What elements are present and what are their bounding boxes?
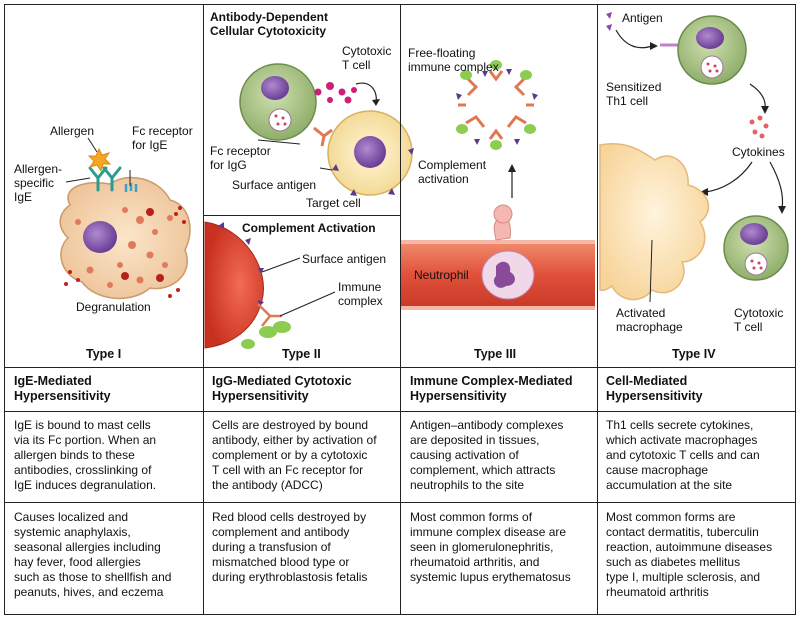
label-fc-receptor-igg: Fc receptor <box>210 144 271 158</box>
type-label: Type II <box>282 347 321 361</box>
label-free-floating-immune-complex: Free-floating <box>408 46 476 60</box>
type3-illustration <box>401 60 595 310</box>
label-target-cell: Target cell <box>306 196 361 210</box>
label-fc-receptor-igg: for IgG <box>210 158 247 172</box>
label-sensitized-th1-cell: Th1 cell <box>606 94 649 108</box>
type-label: Type IV <box>672 347 716 361</box>
row-divider <box>4 502 796 503</box>
label-complement-activation: activation <box>418 172 469 186</box>
label-immune-complex: complex <box>338 294 383 308</box>
label-free-floating-immune-complex: immune complex <box>408 60 499 74</box>
row-divider <box>4 411 796 412</box>
mast-cell-illustration <box>59 137 191 300</box>
complement-illustration <box>204 221 336 349</box>
adcc-illustration <box>239 63 414 196</box>
label-activated-macrophage: macrophage <box>616 320 683 334</box>
label-allergen-specific-ige: Allergen- <box>14 162 63 176</box>
label-cytotoxic-t-cell: Cytotoxic <box>342 44 392 58</box>
label-cytokines: Cytokines <box>732 145 785 159</box>
label-allergen-specific-ige: IgE <box>14 190 33 204</box>
label-neutrophil: Neutrophil <box>414 268 469 282</box>
column-divider <box>400 4 401 615</box>
label-fc-receptor-ige: Fc receptor <box>132 124 193 138</box>
label-allergen: Allergen <box>50 124 95 138</box>
label-activated-macrophage: Activated <box>616 306 666 320</box>
row-divider <box>4 367 796 368</box>
column-divider <box>597 4 598 615</box>
adcc-title: Antibody-Dependent <box>210 10 328 24</box>
type4-illustration <box>599 12 789 303</box>
label-surface-antigen: Surface antigen <box>232 178 317 192</box>
mechanism-cell: Th1 cells secrete cytokines,which activa… <box>606 418 760 492</box>
label-cytotoxic-t-cell: T cell <box>342 58 371 72</box>
label-antigen: Antigen <box>622 11 663 25</box>
label-complement-activation: Complement <box>418 158 487 172</box>
type-label: Type III <box>474 347 517 361</box>
complement-activation-title: Complement Activation <box>242 221 376 235</box>
label-cytotoxic-t-cell: T cell <box>734 320 763 334</box>
label-allergen-specific-ige: specific <box>14 176 55 190</box>
label-surface-antigen: Surface antigen <box>302 252 387 266</box>
column-divider <box>203 4 204 615</box>
label-immune-complex: Immune <box>338 280 382 294</box>
label-degranulation: Degranulation <box>76 300 151 314</box>
panel-divider <box>203 215 400 216</box>
adcc-title: Cellular Cytotoxicity <box>210 24 327 38</box>
label-cytotoxic-t-cell: Cytotoxic <box>734 306 784 320</box>
label-sensitized-th1-cell: Sensitized <box>606 80 662 94</box>
label-fc-receptor-ige: for IgE <box>132 138 168 152</box>
type-label: Type I <box>86 347 122 361</box>
